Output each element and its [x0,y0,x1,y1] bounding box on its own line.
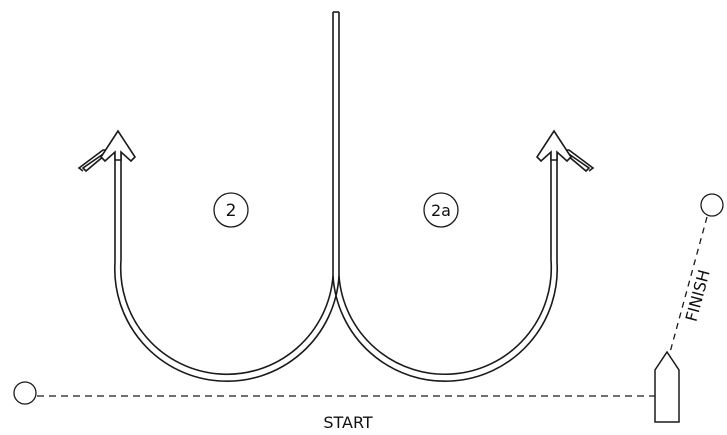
start-line: START [13,381,655,432]
turn-2a-label: 2a [431,201,451,220]
turn-2-label: 2 [226,201,237,221]
boat-icon [654,350,680,423]
center-post [332,11,340,276]
start-buoy [13,381,37,405]
turn-2a-marker: 2a [423,192,459,228]
start-label: START [323,413,373,432]
right-arrow-head [535,129,573,163]
right-turn-path [332,144,595,383]
finish-label: FINISH [682,268,714,324]
finish-line: FINISH [668,193,724,357]
left-arrow-head [99,129,137,163]
turn-2-marker: 2 [213,192,249,228]
left-turn-path [77,144,340,383]
finish-buoy [700,193,724,217]
